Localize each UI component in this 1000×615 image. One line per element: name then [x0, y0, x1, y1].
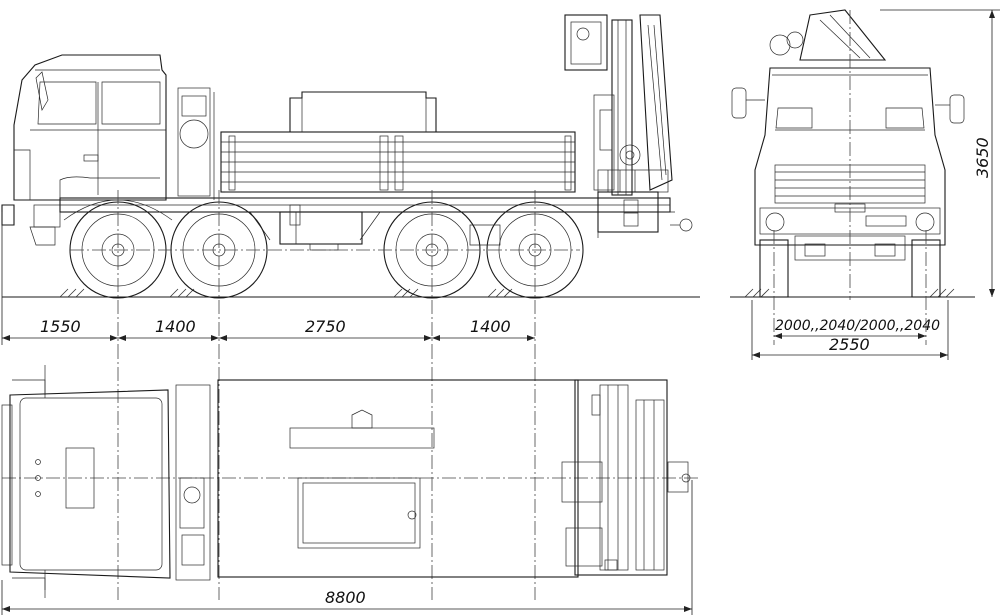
cargo-body-side [220, 91, 576, 193]
crane-front [769, 9, 887, 61]
wheelbase-3-label: 1400 [470, 317, 511, 336]
intake-top [175, 384, 211, 581]
front-view: 3650 2000,,2040/2000,,2040 2550 [730, 9, 1000, 360]
track-width-label: 2000,,2040/2000,,2040 [775, 318, 940, 334]
top-view: 8800 [1, 345, 700, 615]
height-dimension: 3650 [880, 9, 1000, 297]
wheelbase-1-label: 1400 [155, 317, 196, 336]
overall-height-label: 3650 [973, 137, 992, 178]
side-view: 1550 1400 2750 1400 [1, 14, 700, 345]
cargo-body-top [217, 379, 579, 578]
axle-centerlines [70, 190, 580, 345]
cab-top [1, 365, 171, 598]
width-dimension: 2550 [751, 300, 949, 360]
track-dimension: 2000,,2040/2000,,2040 [774, 318, 940, 339]
crane-side [564, 14, 693, 238]
cab-front [731, 67, 965, 246]
front-overhang-label: 1550 [40, 317, 81, 336]
intake-side [177, 87, 215, 200]
chassis-side [59, 197, 671, 251]
length-dimension: 8800 [1, 480, 693, 615]
overall-width-label: 2550 [829, 335, 870, 354]
ground-line-side [2, 288, 700, 298]
dimension-line-side [1, 212, 535, 345]
overall-length-label: 8800 [325, 588, 366, 607]
cab-side [1, 54, 167, 246]
crane-top [561, 379, 691, 576]
wheelbase-2-label: 2750 [305, 317, 346, 336]
